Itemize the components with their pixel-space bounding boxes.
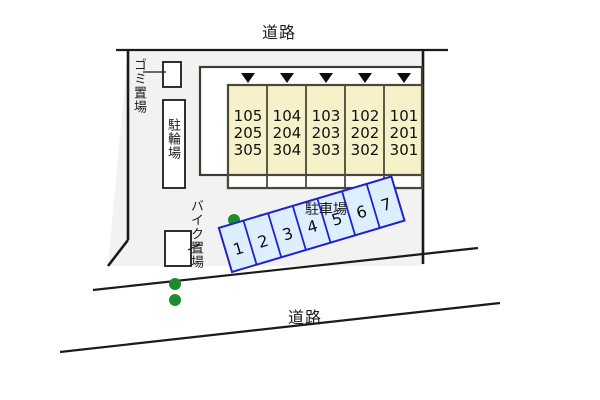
trash-area-label: ゴミ置場 xyxy=(131,58,146,114)
unit-number-104: 104 xyxy=(272,107,302,125)
unit-number-205: 205 xyxy=(233,124,263,142)
building-column-101: 101 201 301 xyxy=(384,108,424,159)
bottom-road-lower-line xyxy=(59,301,501,354)
green-dot xyxy=(169,294,181,306)
site-left-boundary-lower xyxy=(106,239,130,267)
entrance-marker xyxy=(280,73,294,83)
building-entrance-markers xyxy=(241,73,411,83)
motorcycle-parking-box xyxy=(164,230,192,267)
motorcycle-parking-label: バイク置場 xyxy=(188,199,203,269)
entrance-marker xyxy=(241,73,255,83)
unit-number-303: 303 xyxy=(311,141,341,159)
building-column-102: 102 202 302 xyxy=(345,108,385,159)
entrance-marker xyxy=(319,73,333,83)
building-column-105: 105 205 305 xyxy=(228,108,268,159)
unit-number-102: 102 xyxy=(350,107,380,125)
parking-stall-number: 6 xyxy=(354,201,369,222)
unit-number-301: 301 xyxy=(389,141,419,159)
bottom-road-label: 道路 xyxy=(288,308,323,327)
unit-number-304: 304 xyxy=(272,141,302,159)
parking-stall-number: 3 xyxy=(280,223,295,244)
building-unit-block xyxy=(226,83,424,190)
unit-number-302: 302 xyxy=(350,141,380,159)
unit-number-305: 305 xyxy=(233,141,263,159)
unit-number-204: 204 xyxy=(272,124,302,142)
parking-stall-dividers xyxy=(242,183,381,265)
top-road-label: 道路 xyxy=(262,23,297,42)
motorcycle-leader-line xyxy=(187,243,201,251)
parking-stall-strip xyxy=(217,175,406,274)
entrance-marker xyxy=(397,73,411,83)
unit-number-202: 202 xyxy=(350,124,380,142)
unit-number-201: 201 xyxy=(389,124,419,142)
building-column-104: 104 204 304 xyxy=(267,108,307,159)
building-column-dividers xyxy=(266,85,385,188)
parking-stall-number: 2 xyxy=(255,231,270,252)
parking-stall-number: 1 xyxy=(231,238,246,259)
unit-number-101: 101 xyxy=(389,107,419,125)
trash-area-box xyxy=(162,61,182,88)
bicycle-parking-label: 駐輪場 xyxy=(165,118,180,160)
parking-strip-body xyxy=(217,175,406,274)
parking-stall-number: 7 xyxy=(379,194,394,215)
bicycle-parking-box xyxy=(162,99,186,189)
green-dot xyxy=(169,278,181,290)
unit-number-105: 105 xyxy=(233,107,263,125)
parking-lot-label: 駐車場 xyxy=(305,202,347,218)
unit-number-203: 203 xyxy=(311,124,341,142)
entrance-marker xyxy=(358,73,372,83)
unit-number-103: 103 xyxy=(311,107,341,125)
building-column-103: 103 203 303 xyxy=(306,108,346,159)
bottom-road-upper-line xyxy=(92,246,479,292)
parking-stall-number: 4 xyxy=(305,216,320,237)
